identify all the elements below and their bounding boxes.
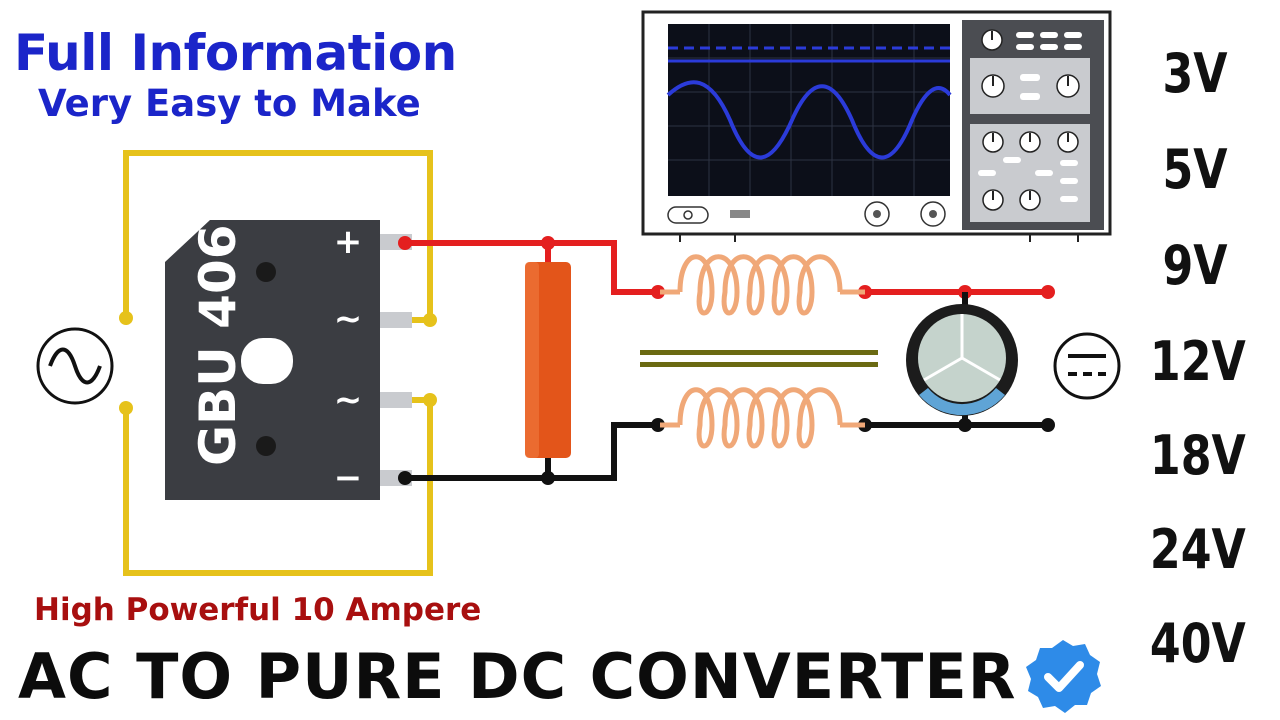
resistor <box>525 262 571 458</box>
inductor-top <box>660 254 865 316</box>
ac-node-top <box>119 311 133 325</box>
main-title: AC TO PURE DC CONVERTER <box>18 640 1017 713</box>
inductor-core <box>640 350 878 367</box>
voltage-40v: 40V <box>1149 612 1246 675</box>
voltage-9v: 9V <box>1162 234 1228 297</box>
power-rating-text: High Powerful 10 Ampere <box>34 592 482 628</box>
heading-easy-to-make: Very Easy to Make <box>38 82 421 125</box>
heading-full-information: Full Information <box>14 24 457 82</box>
ac-source-symbol <box>36 327 114 405</box>
pin-label-ac-1: ~ <box>333 299 363 339</box>
bridge-part-number: GBU 406 <box>189 224 247 466</box>
voltage-3v: 3V <box>1162 42 1228 105</box>
inductor-bottom <box>660 387 865 449</box>
bridge-ac-node-2 <box>423 393 437 407</box>
bridge-ac-node-1 <box>423 313 437 327</box>
oscilloscope <box>641 10 1112 242</box>
capacitor <box>906 304 1018 416</box>
verified-badge-icon <box>1026 640 1101 713</box>
voltage-24v: 24V <box>1149 518 1246 581</box>
scope-screen <box>668 24 950 196</box>
pin-label-ac-2: ~ <box>333 380 363 420</box>
voltage-18v: 18V <box>1149 424 1246 487</box>
voltage-5v: 5V <box>1162 138 1228 201</box>
dc-output-symbol <box>1053 332 1121 400</box>
ac-node-bottom <box>119 401 133 415</box>
ac-input-wires <box>123 150 433 576</box>
voltage-12v: 12V <box>1149 330 1246 393</box>
scope-waveform <box>666 80 952 160</box>
bridge-rectifier <box>165 220 412 500</box>
pin-label-minus: − <box>333 458 363 498</box>
pin-label-plus: + <box>333 222 363 262</box>
